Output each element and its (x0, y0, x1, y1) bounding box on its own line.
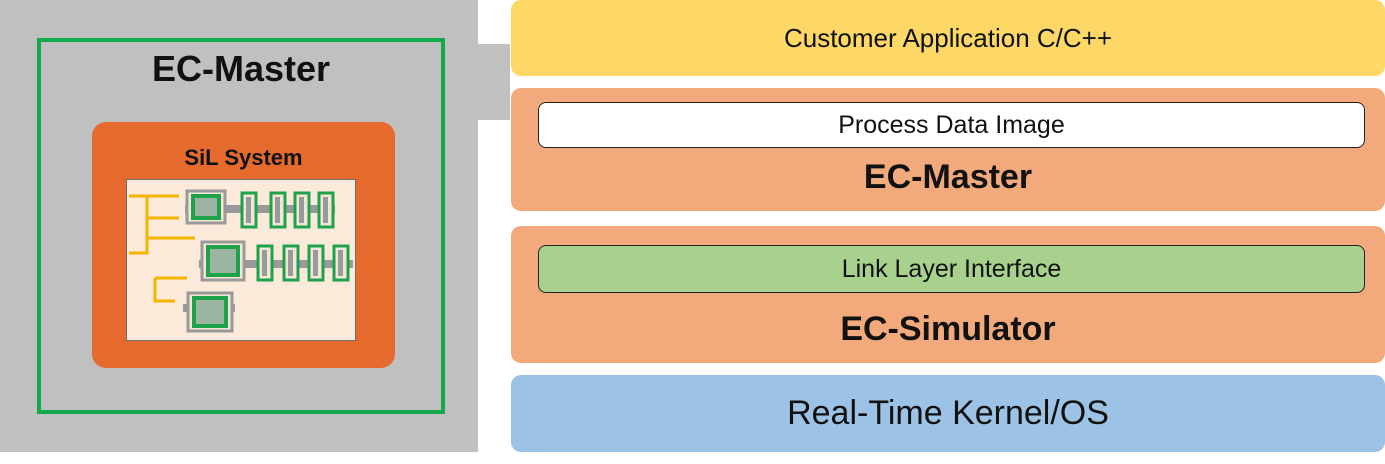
application-label: Customer Application C/C++ (783, 22, 1113, 53)
real-time-kernel-label: Real-Time Kernel/OS (787, 394, 1109, 432)
sil-system-title: SiL System (184, 145, 303, 170)
real-time-kernel-layer (511, 375, 1385, 452)
process-data-image-box: Process Data Image (538, 102, 1365, 148)
row-2-devices (200, 240, 350, 282)
sil-topology-image (126, 179, 356, 341)
panel-connector (476, 44, 510, 120)
ec-master-frame (37, 38, 445, 414)
wiring (129, 194, 195, 303)
ec-master-label: EC-Master (863, 157, 1033, 196)
ec-master-title: EC-Master (151, 48, 331, 89)
topology-diagram (129, 189, 353, 333)
link-layer-interface-box: Link Layer Interface (538, 245, 1365, 293)
application-layer (511, 0, 1385, 76)
row-1-devices (185, 189, 335, 229)
row-3-devices (186, 291, 234, 333)
ec-simulator-label: EC-Simulator (840, 309, 1056, 348)
